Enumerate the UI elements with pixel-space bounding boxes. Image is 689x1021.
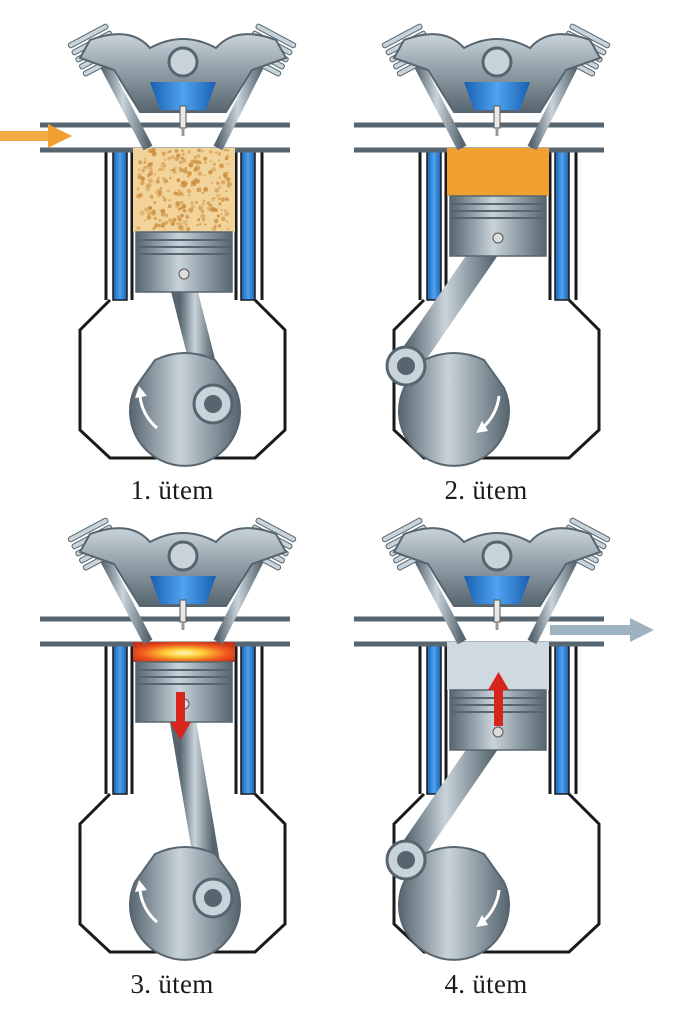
crankshaft [129,352,241,467]
coolant-jacket-left [426,643,442,795]
engine-illustration [354,517,654,961]
exhaust-arrow-icon [550,618,654,642]
cylinder-outer-wall [418,644,578,794]
piston [449,195,547,257]
coolant-jacket-left [112,149,128,301]
head-coolant [464,82,530,110]
stroke-caption: 2. ütem [444,475,528,505]
rotation-arrow-icon [135,386,158,430]
stroke-caption: 3. ütem [130,969,214,999]
crankshaft [129,846,241,961]
rotation-arrow-icon [476,395,501,433]
engine-illustration [40,517,297,961]
stroke-panel-3: 3. ütem [0,494,344,1004]
stroke-panel-1: 1. ütem [0,0,344,510]
piston-down-arrow-icon [170,692,191,740]
rocker-pivot [481,540,513,572]
coolant-jacket-right [240,643,256,795]
cylinder-outer-wall [104,150,264,300]
spark-plug-icon [493,599,501,630]
stroke-caption: 4. ütem [444,969,528,999]
rocker-pivot [167,540,199,572]
rotation-arrow-icon [135,880,158,924]
piston-up-arrow-icon [488,672,509,726]
spark-plug-icon [179,105,187,136]
engine-illustration [354,23,611,467]
intake-arrow-icon [0,124,72,148]
head-coolant [150,576,216,604]
coolant-jacket-right [554,149,570,301]
head-coolant [464,576,530,604]
rocker-pivot [481,46,513,78]
coolant-jacket-right [240,149,256,301]
crankshaft [385,345,510,467]
rotation-arrow-icon [476,889,501,927]
combustion-chamber-gas [133,642,235,662]
rocker-pivot [167,46,199,78]
stroke-panel-2: 2. ütem [314,0,658,510]
coolant-jacket-left [426,149,442,301]
engine-illustration [0,23,297,467]
spark-plug-icon [493,105,501,136]
stroke-caption: 1. ütem [130,475,214,505]
piston [135,231,233,293]
coolant-jacket-left [112,643,128,795]
coolant-jacket-right [554,643,570,795]
combustion-chamber-gas [447,148,549,196]
crankshaft [385,839,510,961]
head-coolant [150,82,216,110]
cylinder-outer-wall [418,150,578,300]
cylinder-outer-wall [104,644,264,794]
stroke-panel-4: 4. ütem [314,494,658,1004]
spark-plug-icon [179,599,187,630]
